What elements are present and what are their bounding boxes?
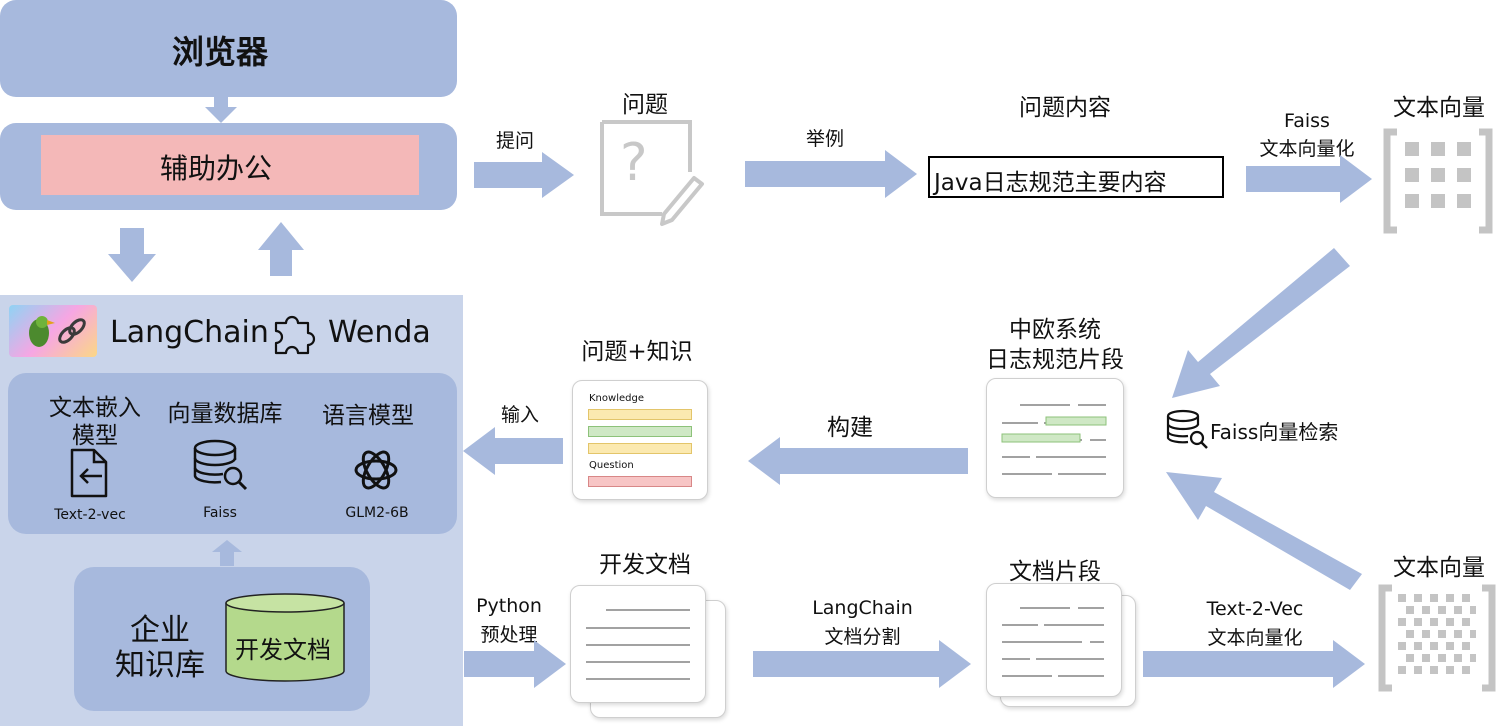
arrow-down-browser <box>205 97 237 123</box>
search-label: Faiss向量检索 <box>1210 420 1339 444</box>
puzzle-icon <box>274 315 316 355</box>
arrow-build <box>748 437 968 485</box>
browser-box <box>0 0 457 97</box>
split-line1: LangChain <box>812 597 913 619</box>
dev-docs-card <box>570 585 706 703</box>
doc-fragments-lines <box>1002 607 1104 677</box>
question-label: Question <box>589 460 634 471</box>
faiss-vectorize-line1: Faiss <box>1284 110 1330 132</box>
arrow-up-kb <box>212 540 242 566</box>
embedding-title: 文本嵌入模型 <box>49 395 141 449</box>
question-title: 问题 <box>622 92 668 118</box>
input-label: 输入 <box>500 404 539 426</box>
dev-docs-title: 开发文档 <box>599 552 691 578</box>
database-cylinder <box>225 593 345 682</box>
dev-docs-lines <box>586 609 690 680</box>
arrow-text2vec <box>1143 640 1365 688</box>
arrow-python <box>464 640 566 688</box>
arrow-example <box>745 150 917 198</box>
fragment-title-line1: 中欧系统 <box>1009 317 1101 343</box>
faiss-vectorize-line2: 文本向量化 <box>1259 138 1355 160</box>
arrow-input <box>463 427 563 475</box>
doc-fragments-title: 文档片段 <box>1009 559 1101 585</box>
fragment-lines <box>1001 404 1107 475</box>
python-line1: Python <box>476 595 542 617</box>
arrow-up-left <box>258 222 304 276</box>
arrow-diag-down <box>1172 248 1350 398</box>
kb-title-line2: 知识库 <box>115 648 205 683</box>
knowledge-label: Knowledge <box>589 393 644 404</box>
langchain-logo <box>9 305 97 357</box>
wenda-label: Wenda <box>328 315 431 350</box>
knowledge-bar-3 <box>588 443 692 454</box>
assistant-highlight <box>41 135 419 195</box>
build-label: 构建 <box>827 415 873 441</box>
vector-matrix-icon-top <box>1383 128 1493 234</box>
knowledge-bar-1 <box>588 409 692 420</box>
split-line2: 文档分割 <box>824 626 901 648</box>
vec-line2: 文本向量化 <box>1207 627 1303 649</box>
llm-title: 语言模型 <box>322 403 414 429</box>
langchain-label: LangChain <box>110 315 269 350</box>
knowledge-bar-2 <box>588 426 692 437</box>
embedding-caption: Text-2-vec <box>54 507 126 523</box>
database-search-icon-small <box>1166 409 1208 449</box>
vector-db-title: 向量数据库 <box>167 401 283 427</box>
python-line2: 预处理 <box>480 624 538 646</box>
file-import-icon <box>70 448 108 498</box>
ask-label: 提问 <box>495 130 534 152</box>
arrow-split <box>753 640 971 688</box>
kb-db-label: 开发文档 <box>235 636 331 664</box>
vector-matrix-icon-bottom <box>1378 584 1496 692</box>
question-note-icon: ? <box>600 120 704 226</box>
vector-title-bottom: 文本向量 <box>1393 555 1485 581</box>
fragment-title-line2: 日志规范片段 <box>986 347 1124 373</box>
llm-caption: GLM2-6B <box>345 505 409 521</box>
browser-label: 浏览器 <box>171 33 268 71</box>
example-label: 举例 <box>805 128 844 150</box>
openai-logo-icon <box>354 450 398 490</box>
question-content-text: Java日志规范主要内容 <box>934 170 1167 196</box>
vector-title-top: 文本向量 <box>1393 95 1485 121</box>
database-search-icon <box>193 439 248 491</box>
svg-text:?: ? <box>620 133 648 193</box>
arrow-down-left <box>108 228 156 282</box>
kb-title-line1: 企业 <box>130 613 190 648</box>
vector-db-caption: Faiss <box>203 505 237 521</box>
arrow-diag-up <box>1166 472 1362 590</box>
question-content-box <box>928 156 1224 198</box>
question-bar <box>588 476 692 487</box>
assistant-label: 辅助办公 <box>159 152 272 185</box>
question-content-title: 问题内容 <box>1019 95 1111 121</box>
doc-fragments-card <box>986 583 1122 697</box>
arrow-ask <box>474 152 574 198</box>
vec-line1: Text-2-Vec <box>1206 598 1304 620</box>
qk-title: 问题+知识 <box>581 339 693 365</box>
arrow-faiss-vectorize <box>1246 155 1372 203</box>
